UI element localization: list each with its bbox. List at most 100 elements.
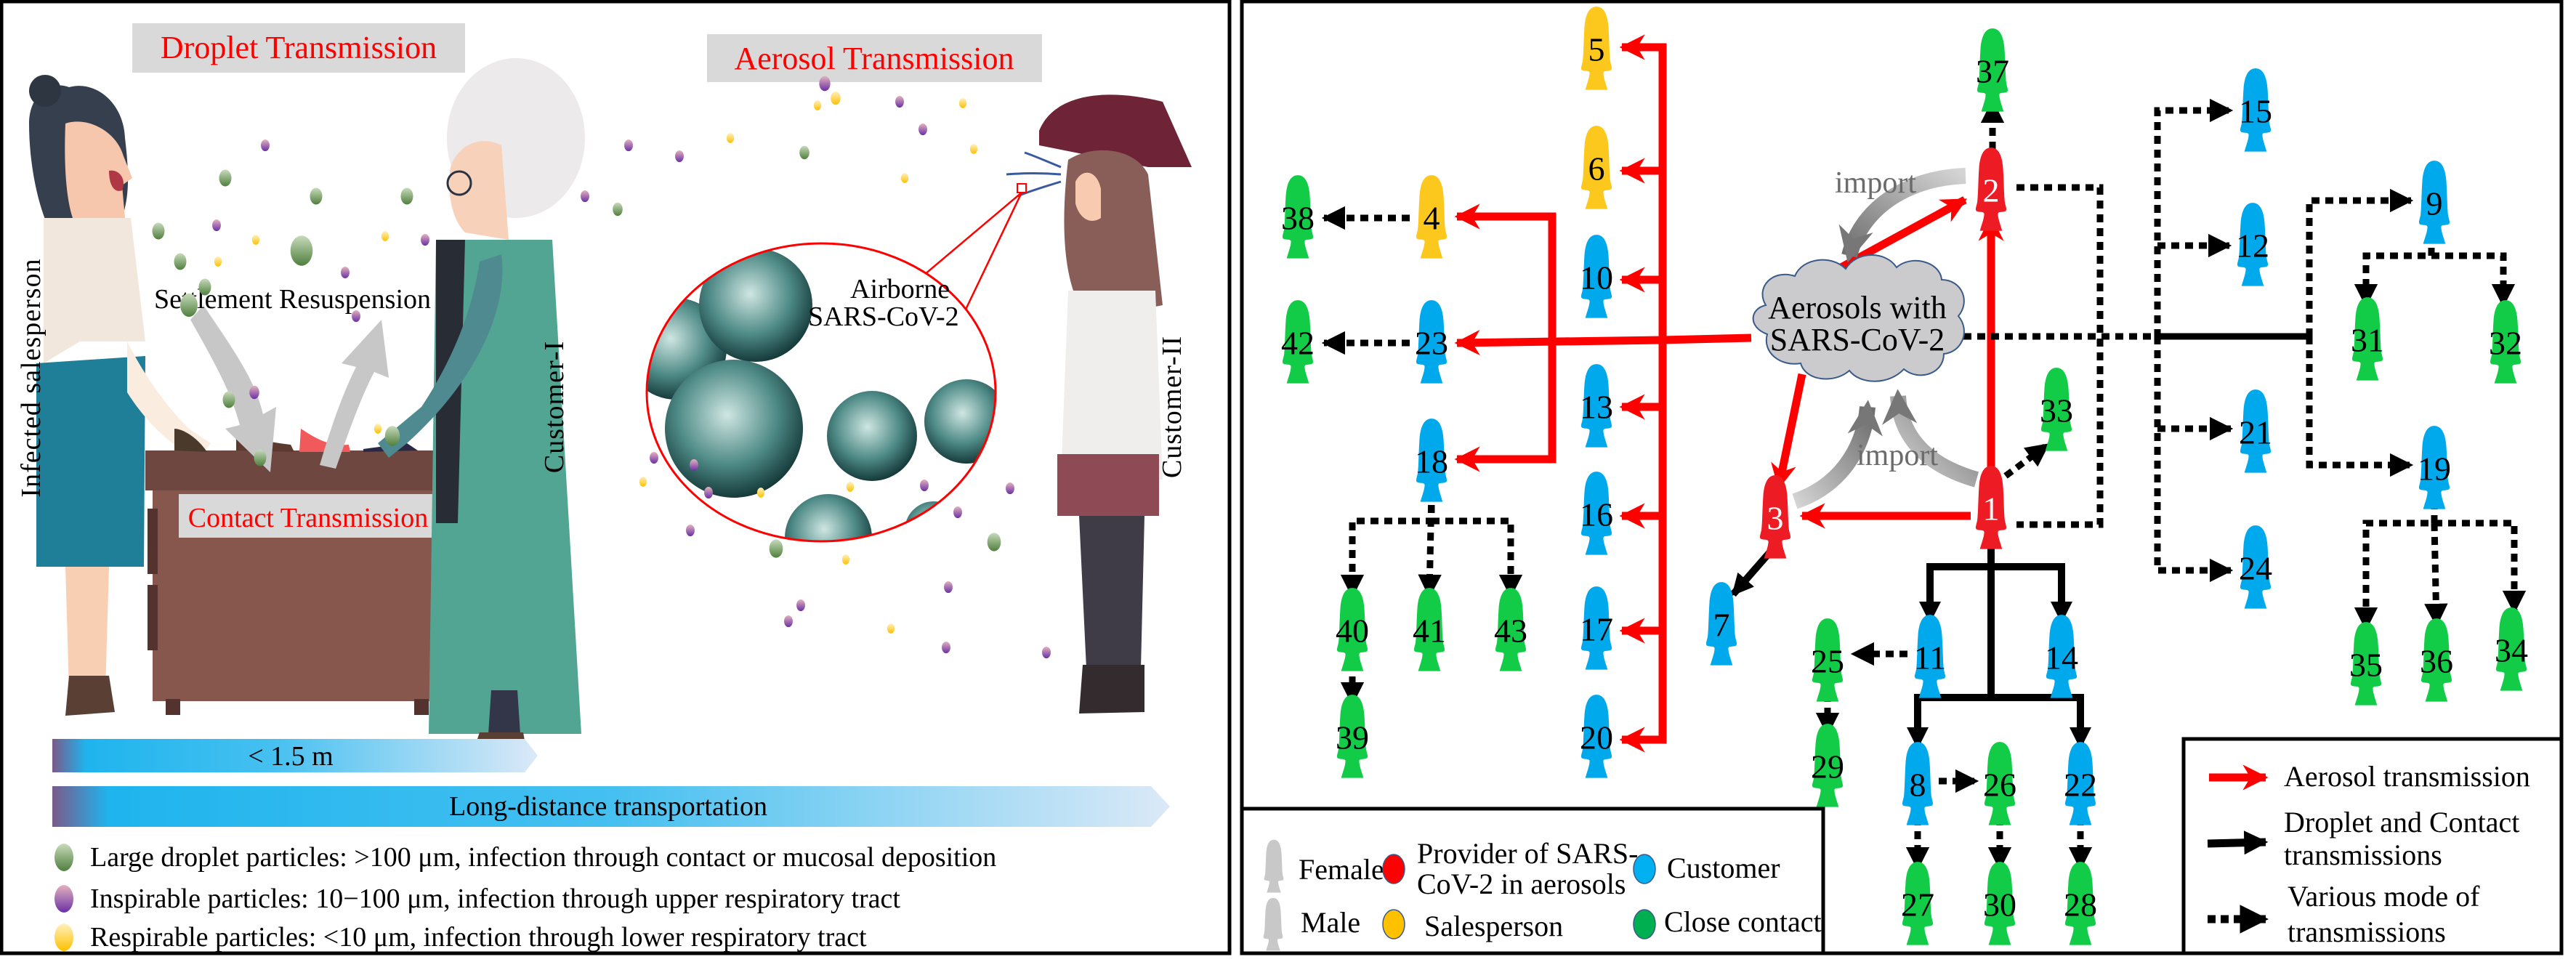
- yellow-particle-icon: [214, 256, 222, 267]
- green-particle-icon: [254, 449, 267, 466]
- legend-male-label: Male: [1301, 906, 1360, 939]
- case-node-13: 13: [1580, 364, 1613, 448]
- case-node-label: 27: [1901, 886, 1934, 923]
- legend-customer: Customer: [1633, 852, 1780, 884]
- legend-provider: Provider of SARS- CoV-2 in aerosols: [1382, 837, 1638, 900]
- edge-1-to-14: [1991, 563, 2072, 623]
- legend-aerosol-label: Aerosol transmission: [2284, 760, 2530, 793]
- green-particle-icon: [222, 391, 235, 408]
- case-node-label: 25: [1811, 643, 1844, 680]
- green-particle-icon: [219, 169, 232, 187]
- customer-1-label: Customer-I: [539, 341, 570, 473]
- edge-cloud-to-19: [2306, 336, 2414, 477]
- purple-particle-icon: [54, 885, 73, 913]
- case-node-12: 12: [2236, 203, 2269, 286]
- case-node-33: 33: [2040, 368, 2073, 451]
- contact-title: Contact Transmission: [188, 503, 428, 533]
- case-node-9: 9: [2418, 161, 2450, 244]
- purple-particle-icon: [249, 385, 259, 400]
- yellow-dot-icon: [1382, 909, 1405, 939]
- case-node-label: 33: [2040, 392, 2073, 429]
- legend-male: Male: [1263, 897, 1360, 951]
- edge-cloud-to-3: [1771, 373, 1806, 490]
- case-node-label: 4: [1424, 200, 1440, 237]
- case-node-label: 16: [1580, 496, 1613, 533]
- case-node-2: 2: [1975, 147, 2007, 231]
- edge-cloud-to-23: [1454, 329, 1663, 356]
- legend-salesperson: Salesperson: [1382, 909, 1563, 942]
- case-node-15: 15: [2239, 68, 2272, 152]
- purple-particle-icon: [784, 615, 793, 628]
- case-node-label: 8: [1910, 767, 1926, 804]
- case-node-label: 34: [2495, 632, 2528, 669]
- customer-2-label: Customer-II: [1157, 336, 1187, 478]
- yellow-particle-icon: [251, 235, 260, 245]
- case-node-label: 24: [2239, 550, 2272, 587]
- contact-title-box: Contact Transmission: [179, 494, 437, 538]
- legend-various-label-line2: transmissions: [2288, 915, 2446, 948]
- left-panel: Droplet Transmission Aerosol Transmissio…: [0, 0, 1232, 955]
- case-node-10: 10: [1580, 235, 1613, 318]
- purple-particle-icon: [895, 95, 904, 108]
- particle-legend-text: Respirable particles: <10 μm, infection …: [90, 922, 867, 953]
- yellow-particle-icon: [887, 623, 895, 634]
- case-node-label: 9: [2426, 185, 2443, 222]
- edge-18-to-41: [1418, 490, 1442, 599]
- case-node-label: 2: [1983, 172, 2000, 209]
- case-node-label: 29: [1811, 748, 1844, 785]
- case-node-label: 32: [2489, 325, 2522, 362]
- cloud-label-line1: Aerosols with: [1768, 290, 1947, 326]
- legend-provider-label-line1: Provider of SARS-: [1417, 837, 1638, 870]
- case-node-label: 22: [2064, 767, 2097, 804]
- yellow-particle-icon: [813, 100, 822, 110]
- edge-cloud-to-9: [2306, 188, 2414, 336]
- case-node-25: 25: [1811, 618, 1844, 702]
- distance-bar-short-label: < 1.5 m: [248, 741, 334, 772]
- purple-particle-icon: [421, 233, 429, 246]
- particle-legend: Large droplet particles: >100 μm, infect…: [54, 842, 996, 953]
- legend-various: Various mode of transmissions: [2208, 880, 2480, 948]
- case-node-38: 38: [1281, 175, 1315, 259]
- case-node-22: 22: [2064, 742, 2097, 825]
- case-node-label: 42: [1281, 325, 1315, 362]
- purple-particle-icon: [1006, 482, 1014, 495]
- edge-cloud-to-18: [1454, 340, 1556, 472]
- legend-aerosol: Aerosol transmission: [2209, 760, 2530, 793]
- green-particle-icon: [54, 844, 73, 871]
- dotted-connector: [2016, 184, 2104, 528]
- purple-particle-icon: [819, 76, 831, 92]
- case-node-31: 31: [2351, 297, 2384, 381]
- import-label-top: import: [1835, 166, 1916, 200]
- customer-2-figure: [1006, 94, 1192, 714]
- yellow-particle-icon: [381, 231, 389, 241]
- case-node-11: 11: [1914, 615, 1946, 698]
- black-arrow-icon: [2207, 830, 2269, 855]
- green-particle-icon: [310, 187, 323, 205]
- particle-legend-item-inspirable: Inspirable particles: 10−100 μm, infecti…: [54, 884, 900, 914]
- case-node-label: 21: [2239, 414, 2272, 451]
- settlement-arrow: [190, 305, 276, 472]
- case-node-34: 34: [2495, 607, 2528, 691]
- legend-various-label-line1: Various mode of: [2288, 880, 2480, 913]
- purple-particle-icon: [352, 310, 360, 323]
- case-node-label: 14: [2045, 639, 2078, 676]
- distance-bar-long: Long-distance transportation: [52, 786, 1170, 827]
- edge-9-to-31: [2354, 234, 2435, 308]
- case-node-label: 10: [1580, 259, 1613, 296]
- airborne-label-line2: SARS-CoV-2: [808, 302, 959, 332]
- case-node-label: 13: [1580, 389, 1613, 426]
- legend-customer-label: Customer: [1667, 852, 1780, 884]
- edge-cloud-to-5: [1619, 34, 1752, 344]
- case-node-label: 20: [1580, 719, 1613, 756]
- import-arrow-2: [1838, 168, 1966, 263]
- legend-droplet-label-line2: transmissions: [2284, 838, 2442, 871]
- case-node-14: 14: [2045, 615, 2078, 698]
- particle-legend-item-large: Large droplet particles: >100 μm, infect…: [54, 842, 996, 873]
- infected-salesperson-label: Infected salesperson: [16, 258, 47, 497]
- case-node-label: 6: [1588, 150, 1605, 187]
- cloud-label-line2: SARS-CoV-2: [1770, 322, 1945, 357]
- case-node-39: 39: [1336, 695, 1369, 778]
- transmission-edges: [1321, 34, 2527, 871]
- purple-particle-icon: [650, 451, 658, 464]
